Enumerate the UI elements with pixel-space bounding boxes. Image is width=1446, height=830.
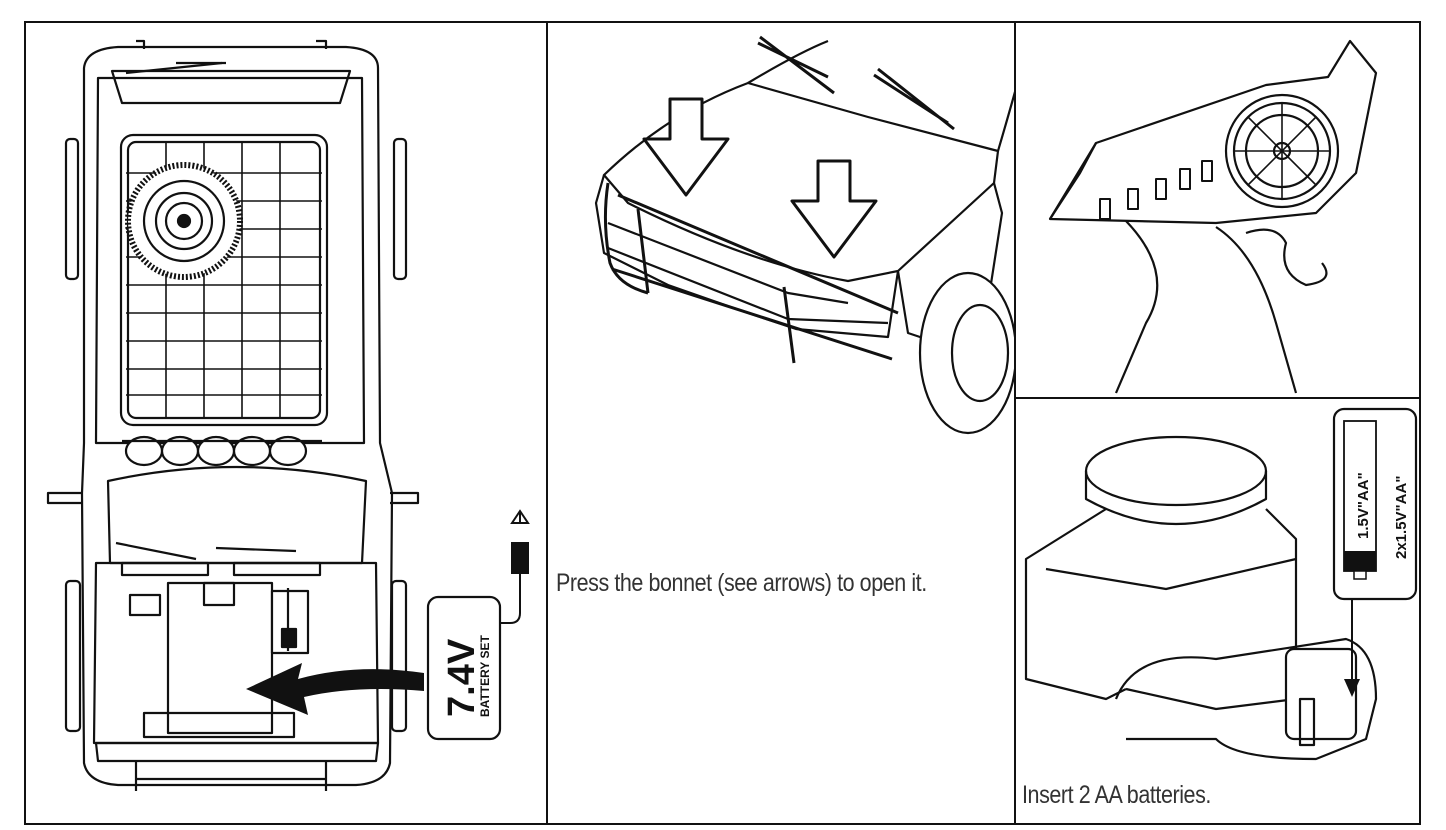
cell-label: 1.5V"AA" (1355, 472, 1372, 539)
panel-transmitter (1016, 23, 1419, 399)
panel-aa-batteries: 1.5V"AA" 2x1.5V"AA" Insert 2 AA batterie… (1016, 399, 1419, 823)
aa-caption: Insert 2 AA batteries. (1022, 781, 1211, 809)
battery-set-label: BATTERY SET (478, 635, 492, 717)
bonnet-illustration (594, 35, 1014, 435)
panel-battery-install: 7.4V BATTERY SET (26, 23, 548, 823)
instruction-grid: 7.4V BATTERY SET (24, 21, 1421, 825)
bonnet-caption: Press the bonnet (see arrows) to open it… (556, 569, 927, 597)
aa-battery-illustration: 1.5V"AA" 2x1.5V"AA" (1024, 407, 1418, 761)
car-top-view-illustration: 7.4V BATTERY SET (46, 39, 530, 791)
pack-label: 2x1.5V"AA" (1393, 476, 1410, 559)
transmitter-illustration (1048, 39, 1378, 394)
battery-voltage-label: 7.4V (441, 638, 483, 717)
panel-bonnet: Press the bonnet (see arrows) to open it… (548, 23, 1016, 823)
